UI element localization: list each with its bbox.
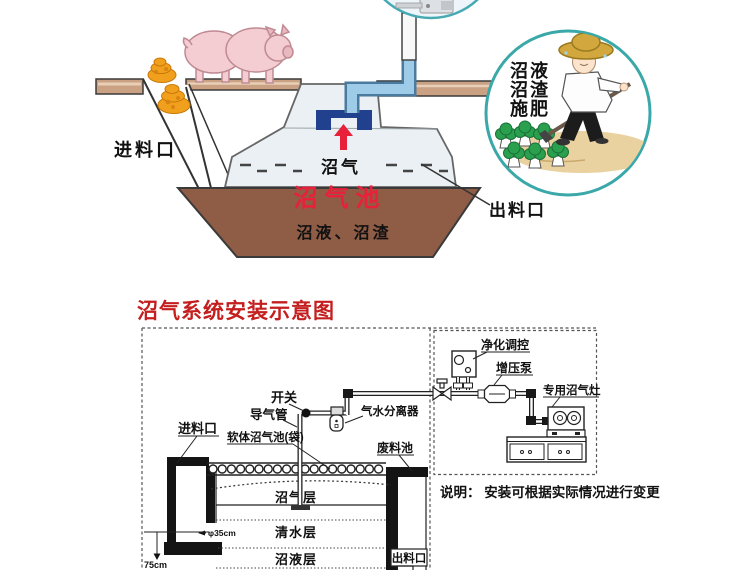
riser-pipe [401,12,417,61]
svg-text:75cm: 75cm [144,560,167,570]
inlet-bottom-wall [164,542,222,555]
dimension-75cm: 75cm [144,531,209,570]
gas-water-separator [329,406,344,432]
inlet-left-wall [167,457,176,555]
stove-inlet-fitting [542,417,549,425]
hoe-blade [539,130,553,143]
soft-digester-label: 软体沼气池(袋) [227,430,304,444]
svg-text:施肥: 施肥 [510,98,550,119]
purifier-regulator [451,350,477,390]
svg-text:沼渣: 沼渣 [510,79,550,100]
biogas-label: 沼气 [321,157,361,177]
pig-right [225,23,294,84]
svg-text:沼液: 沼液 [510,60,550,81]
schematic-note: 说明： 安装可根据实际情况进行变更 [440,484,660,500]
inlet-inner-wall [206,466,215,523]
pipe-flange [291,505,310,510]
biogas-up-arrow [334,124,353,150]
bag-rim [207,462,386,476]
farmer [539,32,632,146]
line-valve [432,378,452,402]
switch-valve [301,408,311,418]
stove-cabinet [506,436,587,463]
outlet-label: 出料口 [489,200,546,220]
inlet-label-top: 进料口 [114,139,177,160]
stove-vignette-content [395,0,454,14]
bag-membrane-line [210,480,392,490]
fertilize-scene [495,32,649,173]
inlet-top-wall [167,457,209,466]
manure-piles [147,57,191,114]
waste-pool-top-wall [386,467,428,477]
elbow-fitting-2 [526,389,536,398]
piping [291,389,549,510]
schematic-title: 沼气系统安装示意图 [137,299,335,323]
svg-text:φ35cm: φ35cm [208,528,236,538]
purifier-label: 净化调控 [481,337,529,352]
dimension-35cm: φ35cm [198,528,236,538]
inlet-channel [142,78,234,190]
elbow-fitting-3 [526,416,536,425]
pump-label: 增压泵 [496,360,532,375]
waste-pool-label: 废料池 [377,440,413,455]
manure-pile-small [147,57,177,83]
tank-right-wall [386,467,398,570]
stove-label: 专用沼气灶 [543,383,601,397]
outlet-leader [420,163,491,206]
slurry-pit [175,187,482,258]
gas-outlet-fitting [316,110,372,130]
elbow-fitting-1 [343,389,353,398]
fertilize-circle-caption: 沼液 沼渣 施肥 [510,60,550,119]
separator-label: 气水分离器 [360,404,419,418]
dashed-frames [141,327,598,570]
gas-layer-label: 沼气层 [275,490,317,505]
stove-vignette-circle [383,0,479,20]
pigs [182,23,294,84]
gas-pipe-elbow [344,12,417,113]
digester-tank: 沼气层 清水层 沼液层 出料口 φ35cm 75cm [144,457,428,570]
switch-label: 开关 [271,390,297,405]
slurry-layer-label: 沼液层 [275,552,317,567]
manure-pile-large [157,84,191,114]
booster-pump [477,384,516,404]
inlet-label-schematic: 进料口 [178,421,217,436]
installation-schematic: 沼气系统安装示意图 [137,299,660,570]
gas-pipe-label: 导气管 [250,407,288,422]
slurry-residue-label: 沼液、沼渣 [296,223,391,242]
digester-title: 沼气池 [294,184,387,212]
schematic-labels: 开关 导气管 气水分离器 软体沼气池(袋) 进料口 废料池 净化调控 增压泵 专… [176,337,601,472]
water-layer-label: 清水层 [275,525,317,540]
biogas-stove [546,406,586,438]
tank-outlet-label: 出料口 [392,551,427,565]
farm-cross-section: 出料口 [95,0,652,258]
fertilize-circle: 沼液 沼渣 施肥 [484,29,652,197]
